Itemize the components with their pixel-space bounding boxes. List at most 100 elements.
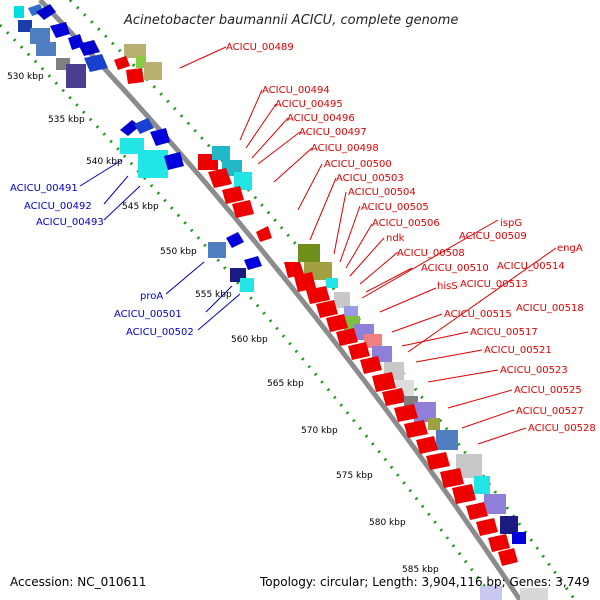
gene-feature[interactable] — [480, 586, 502, 600]
gene-feature[interactable] — [36, 4, 56, 20]
gene-label[interactable]: ACICU_00518 — [516, 303, 584, 314]
gene-label[interactable]: ACICU_00527 — [516, 406, 584, 417]
gene-label[interactable]: ACICU_00514 — [497, 261, 565, 272]
gene-feature[interactable] — [326, 314, 348, 332]
gene-label[interactable]: ACICU_00505 — [361, 202, 429, 213]
gene-feature[interactable] — [66, 64, 86, 88]
gene-label[interactable]: ACICU_00513 — [460, 279, 528, 290]
gene-label[interactable]: ACICU_00492 — [24, 201, 92, 212]
gene-feature[interactable] — [136, 56, 146, 68]
gene-label[interactable]: ACICU_00496 — [287, 113, 355, 124]
gene-feature[interactable] — [382, 388, 406, 406]
scale-label: 550 kbp — [160, 247, 197, 257]
gene-feature[interactable] — [30, 28, 50, 44]
gene-label[interactable]: ACICU_00489 — [226, 42, 294, 53]
gene-feature[interactable] — [426, 452, 450, 470]
gene-feature[interactable] — [150, 128, 170, 146]
gene-label[interactable]: ACICU_00528 — [528, 423, 596, 434]
gene-feature[interactable] — [36, 42, 56, 56]
inner-dotted-track-left — [0, 23, 497, 600]
gene-feature[interactable] — [348, 342, 370, 360]
gene-feature[interactable] — [244, 256, 262, 270]
leader-line — [365, 267, 413, 293]
gene-feature[interactable] — [134, 118, 154, 134]
gene-feature[interactable] — [18, 20, 32, 32]
gene-feature[interactable] — [440, 468, 464, 488]
gene-label[interactable]: ACICU_00503 — [336, 173, 404, 184]
gene-feature[interactable] — [50, 22, 70, 38]
gene-label[interactable]: ACICU_00497 — [299, 127, 367, 138]
gene-feature[interactable] — [326, 278, 338, 288]
gene-label[interactable]: ACICU_00517 — [470, 327, 538, 338]
gene-label[interactable]: ACICU_00509 — [459, 231, 527, 242]
gene-feature[interactable] — [316, 300, 338, 318]
gene-label[interactable]: ispG — [500, 218, 522, 229]
gene-label[interactable]: ACICU_00500 — [324, 159, 392, 170]
gene-label[interactable]: ACICU_00508 — [397, 248, 465, 259]
gene-feature[interactable] — [428, 418, 440, 430]
gene-feature[interactable] — [488, 534, 510, 552]
gene-feature[interactable] — [500, 516, 518, 534]
gene-label[interactable]: ACICU_00493 — [36, 217, 104, 228]
gene-label[interactable]: ACICU_00495 — [275, 99, 343, 110]
gene-label[interactable]: engA — [557, 243, 583, 254]
gene-feature[interactable] — [164, 152, 184, 170]
gene-feature[interactable] — [208, 242, 226, 258]
gene-feature[interactable] — [372, 372, 396, 392]
gene-feature[interactable] — [256, 226, 272, 242]
gene-feature[interactable] — [144, 62, 162, 80]
gene-label[interactable]: ndk — [386, 233, 405, 244]
gene-label[interactable]: ACICU_00502 — [126, 327, 194, 338]
gene-feature[interactable] — [126, 68, 144, 84]
gene-feature[interactable] — [334, 292, 350, 308]
gene-label[interactable]: ACICU_00521 — [484, 345, 552, 356]
gene-feature[interactable] — [436, 430, 458, 450]
genome-summary: Topology: circular; Length: 3,904,116 bp… — [259, 575, 590, 589]
gene-feature[interactable] — [14, 6, 24, 18]
gene-feature[interactable] — [364, 334, 382, 348]
gene-features — [14, 4, 548, 600]
gene-label[interactable]: ACICU_00523 — [500, 365, 568, 376]
gene-feature[interactable] — [336, 328, 358, 346]
gene-feature[interactable] — [222, 186, 244, 204]
gene-label[interactable]: ACICU_00525 — [514, 385, 582, 396]
gene-label[interactable]: proA — [140, 291, 163, 302]
gene-feature[interactable] — [208, 168, 232, 188]
gene-feature[interactable] — [298, 244, 320, 262]
gene-feature[interactable] — [476, 518, 498, 536]
gene-feature[interactable] — [234, 172, 252, 190]
gene-feature[interactable] — [404, 420, 428, 438]
gene-label[interactable]: ACICU_00510 — [421, 263, 489, 274]
gene-feature[interactable] — [484, 494, 506, 514]
gene-feature[interactable] — [474, 476, 490, 494]
gene-feature[interactable] — [498, 548, 518, 566]
gene-feature[interactable] — [240, 278, 254, 292]
gene-feature[interactable] — [138, 150, 168, 178]
gene-label[interactable]: ACICU_00504 — [348, 187, 416, 198]
gene-feature[interactable] — [512, 532, 526, 544]
gene-feature[interactable] — [452, 484, 476, 504]
gene-label[interactable]: ACICU_00491 — [10, 183, 78, 194]
gene-feature[interactable] — [360, 356, 382, 374]
gene-label[interactable]: ACICU_00498 — [311, 143, 379, 154]
gene-feature[interactable] — [226, 232, 244, 248]
gene-label[interactable]: hisS — [437, 281, 458, 292]
gene-feature[interactable] — [294, 272, 316, 292]
gene-feature[interactable] — [466, 502, 488, 520]
gene-feature[interactable] — [520, 588, 548, 600]
gene-feature[interactable] — [306, 286, 330, 304]
gene-feature[interactable] — [212, 146, 230, 160]
gene-feature[interactable] — [414, 402, 436, 422]
gene-feature[interactable] — [114, 56, 130, 70]
gene-feature[interactable] — [416, 436, 438, 454]
gene-label[interactable]: ACICU_00506 — [372, 218, 440, 229]
gene-feature[interactable] — [284, 262, 304, 278]
gene-feature[interactable] — [84, 54, 108, 72]
gene-feature[interactable] — [232, 200, 254, 218]
gene-label[interactable]: ACICU_00515 — [444, 309, 512, 320]
gene-label[interactable]: ACICU_00494 — [262, 85, 330, 96]
gene-feature[interactable] — [394, 404, 418, 422]
gene-feature[interactable] — [78, 40, 100, 56]
gene-label[interactable]: ACICU_00501 — [114, 309, 182, 320]
gene-feature[interactable] — [124, 44, 146, 58]
